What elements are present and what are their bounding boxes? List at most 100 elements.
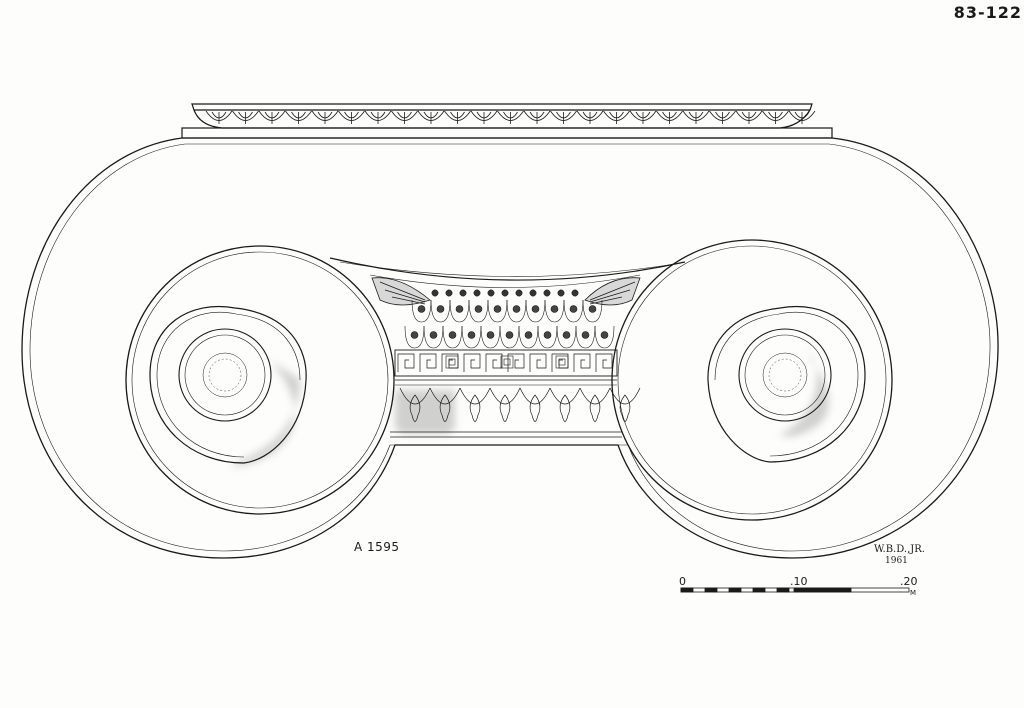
abacus <box>181 103 833 139</box>
egg-eye <box>436 305 445 313</box>
egg-eye <box>448 331 457 339</box>
egg-eye <box>531 305 540 313</box>
meander-square-inner <box>558 358 566 366</box>
egg-eye <box>474 305 483 313</box>
right-volute <box>611 239 893 521</box>
bead <box>529 289 537 297</box>
anthemion-leaf <box>469 394 481 422</box>
egg-eye <box>512 305 521 313</box>
egg-eye <box>569 305 578 313</box>
anthemion-leaf <box>559 394 571 422</box>
anthemion-leaf <box>499 394 511 422</box>
meander-band <box>394 349 618 377</box>
anthemion-arc <box>399 387 431 405</box>
meander-squares <box>445 355 569 369</box>
anthemion-arc <box>579 387 611 405</box>
meander-square <box>555 355 569 369</box>
egg <box>506 299 527 323</box>
egg <box>499 325 520 349</box>
egg <box>480 325 501 349</box>
egg <box>537 325 558 349</box>
scale-bar <box>680 587 910 593</box>
egg <box>582 299 603 323</box>
anthemion-arc <box>519 387 551 405</box>
egg-eye <box>562 331 571 339</box>
egg-eye <box>588 305 597 313</box>
anthemion-leaf <box>529 394 541 422</box>
bead <box>571 289 579 297</box>
egg-and-dart-rows <box>404 299 615 349</box>
egg-eye <box>581 331 590 339</box>
right-volute-eye <box>762 352 808 398</box>
leaf-and-dart-molding <box>205 110 816 124</box>
egg <box>594 325 615 349</box>
egg <box>430 299 451 323</box>
egg <box>442 325 463 349</box>
draftsman-signature: W.B.D.,JR. <box>874 544 925 555</box>
egg <box>423 325 444 349</box>
egg-eye <box>550 305 559 313</box>
catalog-number: A 1595 <box>354 540 400 554</box>
egg-eye <box>455 305 464 313</box>
central-frieze <box>329 257 686 438</box>
scale-label-20: .20 <box>900 575 918 588</box>
left-volute <box>125 245 395 515</box>
bead <box>515 289 523 297</box>
bead <box>543 289 551 297</box>
scale-label-0: 0 <box>679 575 686 588</box>
egg-eye <box>417 305 426 313</box>
meander-square-inner <box>448 358 456 366</box>
scale-unit: M <box>910 589 917 597</box>
egg-eye <box>410 331 419 339</box>
abacus-fillet <box>181 127 833 139</box>
reference-number: 83-122 <box>953 3 1022 22</box>
egg <box>468 299 489 323</box>
egg <box>411 299 432 323</box>
egg <box>575 325 596 349</box>
anthemion-arc <box>549 387 581 405</box>
egg <box>525 299 546 323</box>
egg-eye <box>493 305 502 313</box>
egg-eye <box>600 331 609 339</box>
meander-square <box>500 355 514 369</box>
left-palmette <box>371 277 431 306</box>
egg-eye <box>543 331 552 339</box>
bead <box>473 289 481 297</box>
shading <box>230 350 829 467</box>
anthemion-arc <box>429 387 461 405</box>
egg <box>518 325 539 349</box>
bead <box>501 289 509 297</box>
egg <box>404 325 425 349</box>
anthemion-band <box>399 387 641 422</box>
egg-eye <box>505 331 514 339</box>
egg <box>449 299 470 323</box>
egg <box>487 299 508 323</box>
left-volute-eye <box>202 352 248 398</box>
egg-eye <box>467 331 476 339</box>
egg <box>563 299 584 323</box>
anthemion-leaf <box>619 394 631 422</box>
egg <box>544 299 565 323</box>
anthemion-leaf <box>589 394 601 422</box>
anthemion-arc <box>609 387 641 405</box>
anthemion-arc <box>459 387 491 405</box>
bead <box>487 289 495 297</box>
egg <box>461 325 482 349</box>
bead <box>431 289 439 297</box>
meander-square <box>445 355 459 369</box>
scale-label-10: .10 <box>790 575 808 588</box>
anthemion-arc <box>489 387 521 405</box>
meander-square-inner <box>503 358 511 366</box>
bead <box>459 289 467 297</box>
anthemion-leaf <box>409 394 421 422</box>
egg-eye <box>524 331 533 339</box>
drawing-year: 1961 <box>885 556 908 566</box>
egg-eye <box>429 331 438 339</box>
bead <box>445 289 453 297</box>
bead <box>557 289 565 297</box>
meander-pattern <box>397 353 613 372</box>
anthemion-leaf <box>439 394 451 422</box>
egg <box>556 325 577 349</box>
egg-eye <box>486 331 495 339</box>
